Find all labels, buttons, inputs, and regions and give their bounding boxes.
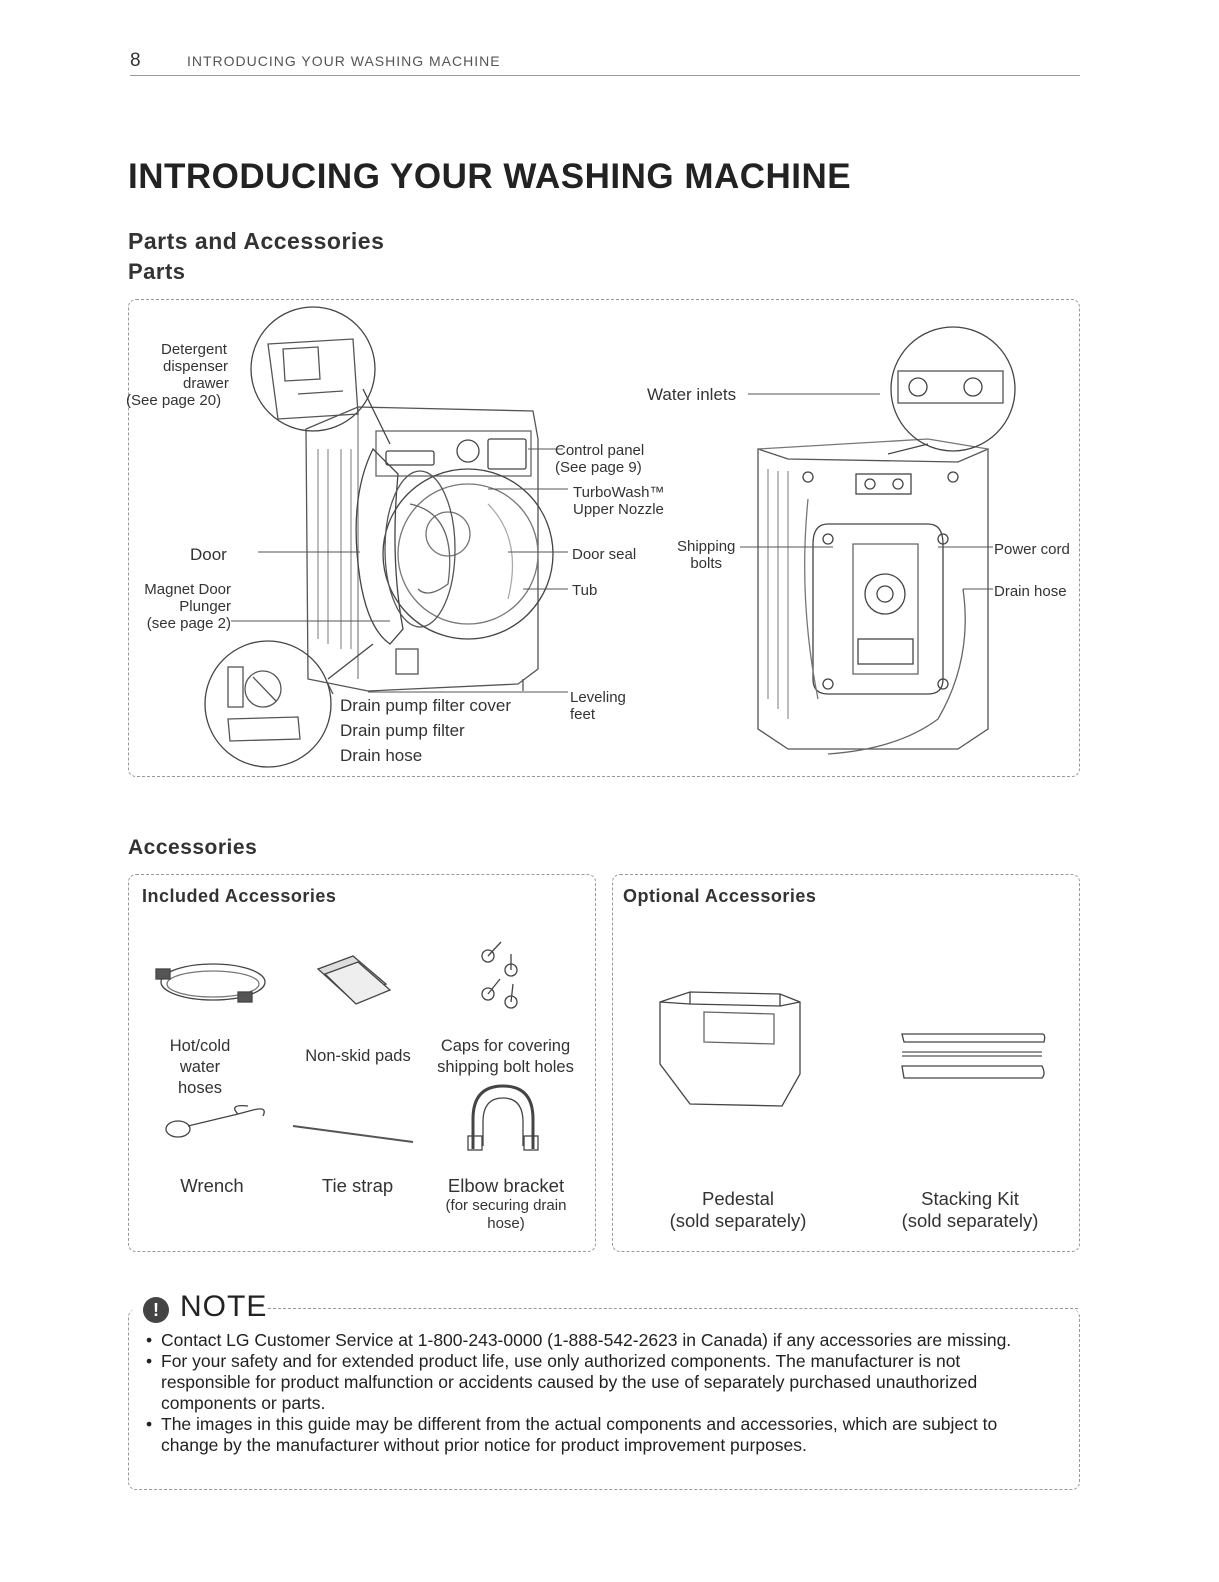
- accessories-heading: Accessories: [128, 836, 258, 859]
- optional-heading: Optional Accessories: [623, 886, 817, 906]
- caption-pedestal: Pedestal (sold separately): [669, 1188, 807, 1231]
- optional-accessories-art: [659, 991, 1046, 1107]
- label-door-seal: Door seal: [572, 546, 637, 563]
- caps-icon: [481, 941, 518, 1009]
- note-box: [128, 1309, 1080, 1490]
- pedestal-icon: [659, 991, 801, 1107]
- non-skid-pads-icon: [316, 955, 392, 1005]
- note-item: For your safety and for extended product…: [136, 1351, 1036, 1414]
- label-drain-hose-front: Drain hose: [340, 746, 423, 765]
- label-drain-pump-filter: Drain pump filter: [340, 721, 465, 740]
- drain-zoom-circle: [204, 640, 332, 768]
- parts-diagram-box: [128, 299, 1080, 777]
- detergent-zoom-circle: [250, 306, 376, 432]
- included-heading: Included Accessories: [142, 886, 337, 906]
- label-magnet: Magnet Door Plunger (see page 2): [144, 581, 231, 632]
- caption-wrench: Wrench: [180, 1175, 244, 1196]
- parts-heading: Parts: [128, 259, 186, 284]
- caption-elbow-bracket: Elbow bracket: [447, 1175, 565, 1196]
- running-title: INTRODUCING YOUR WASHING MACHINE: [187, 53, 501, 69]
- label-power-cord: Power cord: [994, 541, 1070, 558]
- label-drain-hose-rear: Drain hose: [994, 583, 1067, 600]
- stacking-kit-icon: [901, 1033, 1046, 1079]
- included-accessories-art: [155, 941, 539, 1151]
- label-shipping-bolts: Shipping bolts: [677, 538, 736, 572]
- note-rule: [268, 1308, 1078, 1310]
- note-item: The images in this guide may be differen…: [136, 1414, 1036, 1456]
- page-title: INTRODUCING YOUR WASHING MACHINE: [128, 157, 852, 196]
- caption-caps: Caps for covering shipping bolt holes: [437, 1037, 574, 1076]
- label-tub: Tub: [572, 582, 598, 599]
- caption-stacking-kit: Stacking Kit (sold separately): [901, 1188, 1039, 1231]
- label-leveling-feet: Leveling feet: [570, 689, 626, 723]
- note-item: Contact LG Customer Service at 1-800-243…: [136, 1330, 1036, 1351]
- label-control-panel: Control panel (See page 9): [555, 442, 645, 476]
- optional-accessories-box: [612, 874, 1080, 1252]
- hoses-icon: [155, 963, 266, 1003]
- rear-washer-illustration: [757, 438, 989, 755]
- tie-strap-icon: [292, 1125, 414, 1143]
- note-heading: NOTE: [180, 1290, 268, 1323]
- wrench-icon: [165, 1105, 265, 1138]
- page-number: 8: [130, 50, 141, 71]
- label-water-inlets: Water inlets: [647, 385, 737, 404]
- info-icon: !: [143, 1297, 169, 1323]
- label-turbowash: TurboWash™ Upper Nozzle: [573, 484, 665, 518]
- elbow-bracket-icon: [467, 1084, 539, 1151]
- label-detergent: Detergent dispenser drawer (See page 20): [126, 341, 229, 409]
- caption-elbow-note: (for securing drain hose): [445, 1197, 567, 1232]
- caption-non-skid-pads: Non-skid pads: [305, 1047, 411, 1065]
- label-door: Door: [190, 545, 227, 564]
- water-inlets-zoom-circle: [890, 326, 1016, 452]
- washer-diagrams: [204, 306, 1016, 768]
- caption-tie-strap: Tie strap: [321, 1175, 394, 1196]
- label-drain-pump-filter-cover: Drain pump filter cover: [340, 696, 512, 715]
- note-list: Contact LG Customer Service at 1-800-243…: [136, 1330, 1036, 1456]
- header-rule: [130, 75, 1080, 76]
- section-heading: Parts and Accessories: [128, 228, 385, 254]
- caption-hoses: Hot/cold water hoses: [169, 1037, 231, 1097]
- included-accessories-box: [128, 874, 596, 1252]
- front-washer-illustration: [305, 406, 554, 695]
